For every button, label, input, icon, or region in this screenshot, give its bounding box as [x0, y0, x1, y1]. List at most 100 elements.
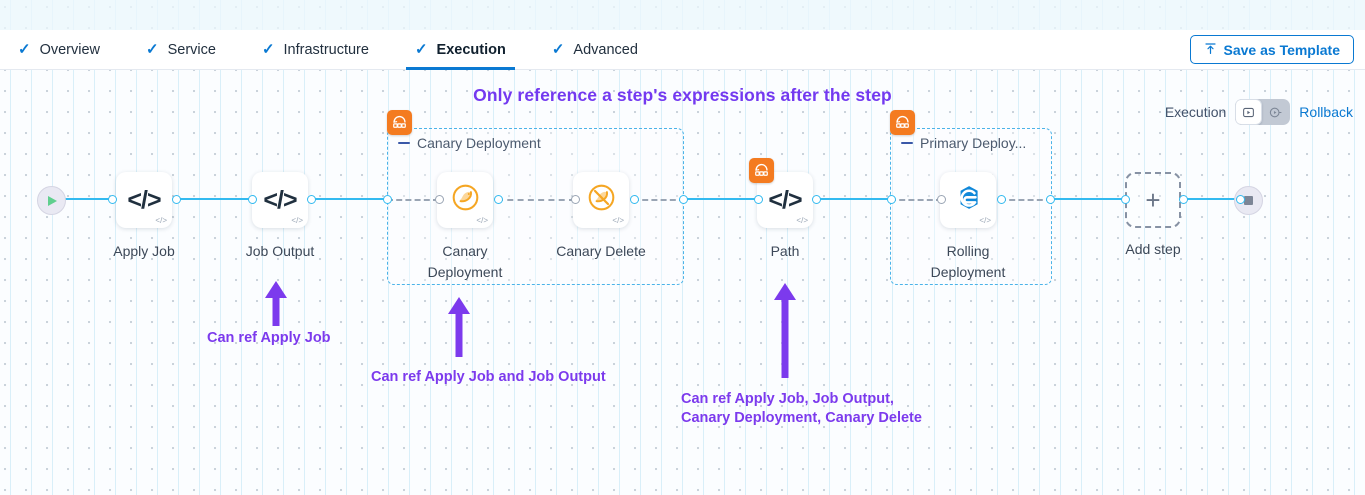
check-icon: ✓	[146, 41, 159, 58]
code-marker-icon: </>	[796, 216, 808, 225]
connector-port[interactable]	[1236, 195, 1245, 204]
save-as-template-button[interactable]: Save as Template	[1189, 35, 1354, 64]
tab-label: Infrastructure	[283, 41, 369, 58]
headline-annotation: Only reference a step's expressions afte…	[473, 85, 892, 105]
connector-line-dashed	[387, 199, 439, 201]
execution-play-icon	[1242, 106, 1255, 119]
stop-icon	[1244, 196, 1253, 205]
tab-advanced[interactable]: ✓ Advanced	[552, 30, 656, 69]
connector-line	[1048, 198, 1126, 200]
rolling-deployment-icon	[953, 182, 984, 218]
connector-port[interactable]	[383, 195, 392, 204]
annotation-arrow-path	[774, 283, 796, 378]
step-label-path: Path	[770, 243, 800, 259]
collapse-dash-icon[interactable]	[901, 141, 913, 145]
annotation-arrow-canary-deployment	[448, 297, 470, 357]
upload-template-icon	[1204, 42, 1217, 57]
step-label-apply-job: Apply Job	[113, 243, 175, 259]
stage-tab-bar: ✓ Overview ✓ Service ✓ Infrastructure ✓ …	[0, 30, 1365, 70]
tab-label: Advanced	[573, 41, 638, 58]
connector-port[interactable]	[435, 195, 444, 204]
connector-port[interactable]	[997, 195, 1006, 204]
collapse-dash-icon[interactable]	[398, 141, 410, 145]
connector-line-dashed	[497, 199, 575, 201]
canvas-top-tint	[0, 0, 1365, 30]
group-header: Canary Deployment	[398, 135, 541, 151]
rollback-group-icon	[387, 110, 412, 135]
connector-port[interactable]	[571, 195, 580, 204]
toggle-execution-option[interactable]	[1235, 99, 1263, 125]
connector-line	[1182, 198, 1240, 200]
connector-line	[311, 198, 387, 200]
annotation-text-2: Can ref Apply Job and Job Output	[371, 369, 606, 385]
step-node-path[interactable]: </> </>	[749, 158, 813, 228]
connector-port[interactable]	[172, 195, 181, 204]
execution-label: Execution	[1164, 104, 1227, 120]
add-step-button[interactable]: +	[1125, 172, 1181, 228]
connector-port[interactable]	[1046, 195, 1055, 204]
arrow-head-icon	[448, 297, 470, 314]
connector-port[interactable]	[812, 195, 821, 204]
annotation-text-1: Can ref Apply Job	[207, 330, 331, 346]
step-node-canary-deployment[interactable]: </>	[437, 172, 493, 228]
arrow-shaft	[455, 311, 463, 357]
tab-label: Service	[167, 41, 216, 58]
connector-line	[58, 198, 114, 200]
check-icon: ✓	[261, 41, 275, 58]
code-icon: </>	[263, 185, 297, 214]
check-icon: ✓	[551, 41, 565, 58]
tab-label: Overview	[39, 41, 101, 58]
rollback-group-icon	[890, 110, 915, 135]
code-icon: </>	[127, 185, 161, 214]
step-group-primary-deployment[interactable]: Primary Deploy...	[890, 110, 1052, 285]
mode-toggle[interactable]	[1235, 99, 1291, 125]
connector-port[interactable]	[1179, 195, 1188, 204]
arrow-head-icon	[774, 283, 796, 300]
plus-icon: +	[1145, 185, 1161, 215]
play-icon	[48, 195, 57, 206]
save-as-template-label: Save as Template	[1223, 41, 1340, 58]
step-label-job-output: Job Output	[245, 243, 315, 259]
connector-port[interactable]	[754, 195, 763, 204]
canary-bird-icon	[450, 182, 481, 218]
canary-delete-icon	[586, 182, 617, 218]
pipeline-start-node[interactable]	[37, 186, 66, 215]
rollback-label[interactable]: Rollback	[1299, 104, 1353, 120]
step-node-job-output[interactable]: </> </>	[252, 172, 308, 228]
connector-port[interactable]	[1121, 195, 1130, 204]
connector-port[interactable]	[248, 195, 257, 204]
step-group-canary-deployment[interactable]: Canary Deployment	[387, 110, 684, 285]
tab-overview[interactable]: ✓ Overview	[18, 30, 118, 69]
tab-service[interactable]: ✓ Service	[146, 30, 234, 69]
step-node-rolling-deployment[interactable]: </>	[940, 172, 996, 228]
code-icon: </>	[768, 185, 802, 214]
execution-rollback-switch: Execution Rol	[1165, 99, 1353, 125]
code-marker-icon: </>	[155, 216, 167, 225]
arrow-shaft	[781, 298, 789, 378]
step-label-canary-delete: Canary Delete	[556, 243, 646, 259]
group-title: Canary Deployment	[417, 135, 541, 151]
tab-execution[interactable]: ✓ Execution	[405, 30, 524, 70]
connector-line-dashed	[890, 199, 942, 201]
tab-label: Execution	[436, 41, 506, 58]
connector-port[interactable]	[679, 195, 688, 204]
connector-port[interactable]	[307, 195, 316, 204]
connector-port[interactable]	[494, 195, 503, 204]
connector-port[interactable]	[887, 195, 896, 204]
check-icon: ✓	[414, 41, 428, 58]
toggle-rollback-option[interactable]	[1262, 99, 1289, 125]
connector-port[interactable]	[630, 195, 639, 204]
connector-port[interactable]	[937, 195, 946, 204]
rollback-icon	[1269, 106, 1282, 119]
connector-line	[815, 198, 893, 200]
connector-line-dashed	[633, 199, 685, 201]
tab-infrastructure[interactable]: ✓ Infrastructure	[262, 30, 387, 69]
check-icon: ✓	[18, 41, 31, 58]
step-node-canary-delete[interactable]: </>	[573, 172, 629, 228]
step-node-apply-job[interactable]: </> </>	[116, 172, 172, 228]
connector-port[interactable]	[108, 195, 117, 204]
